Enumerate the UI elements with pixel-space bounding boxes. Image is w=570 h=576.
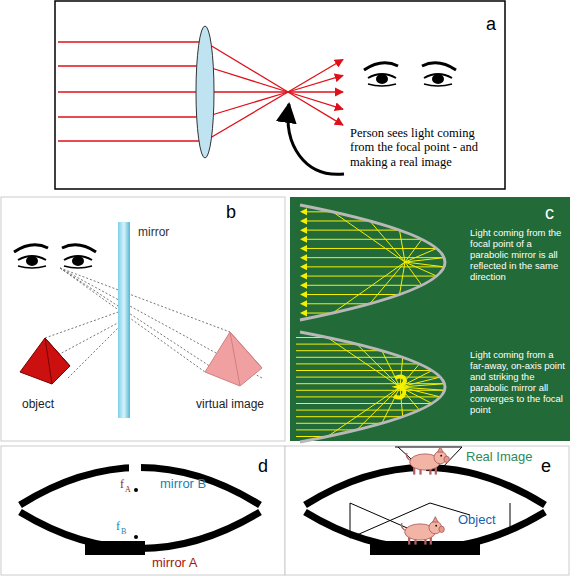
- part-name: virtual image: [196, 398, 264, 412]
- focal-symbol: f: [120, 478, 124, 492]
- panel-letter: c: [545, 203, 554, 224]
- panel-letter: d: [258, 456, 268, 477]
- panel-letter: a: [486, 14, 496, 35]
- part-name: object: [22, 398, 54, 412]
- part-name: Real Image: [466, 450, 532, 465]
- panel-a: [55, 1, 505, 189]
- panel-b: [1, 197, 285, 441]
- part-name: mirror: [138, 226, 169, 240]
- caption-note: Person sees light coming from the focal …: [350, 126, 502, 169]
- part-name: mirror A: [152, 556, 198, 571]
- explanation-note: Light coming from a far-away, on-axis po…: [470, 350, 566, 416]
- panel-letter: e: [541, 456, 551, 477]
- focal-subscript: A: [125, 485, 131, 494]
- part-name: Object: [458, 513, 496, 528]
- panel-e: [285, 446, 569, 575]
- part-name: mirror B: [160, 477, 206, 492]
- panel-d: [1, 446, 285, 575]
- focal-subscript: B: [121, 527, 126, 536]
- focal-symbol: f: [116, 520, 120, 534]
- panel-letter: b: [226, 202, 236, 223]
- explanation-note: Light coming from the focal point of a p…: [470, 228, 566, 283]
- panel-c: [290, 197, 570, 442]
